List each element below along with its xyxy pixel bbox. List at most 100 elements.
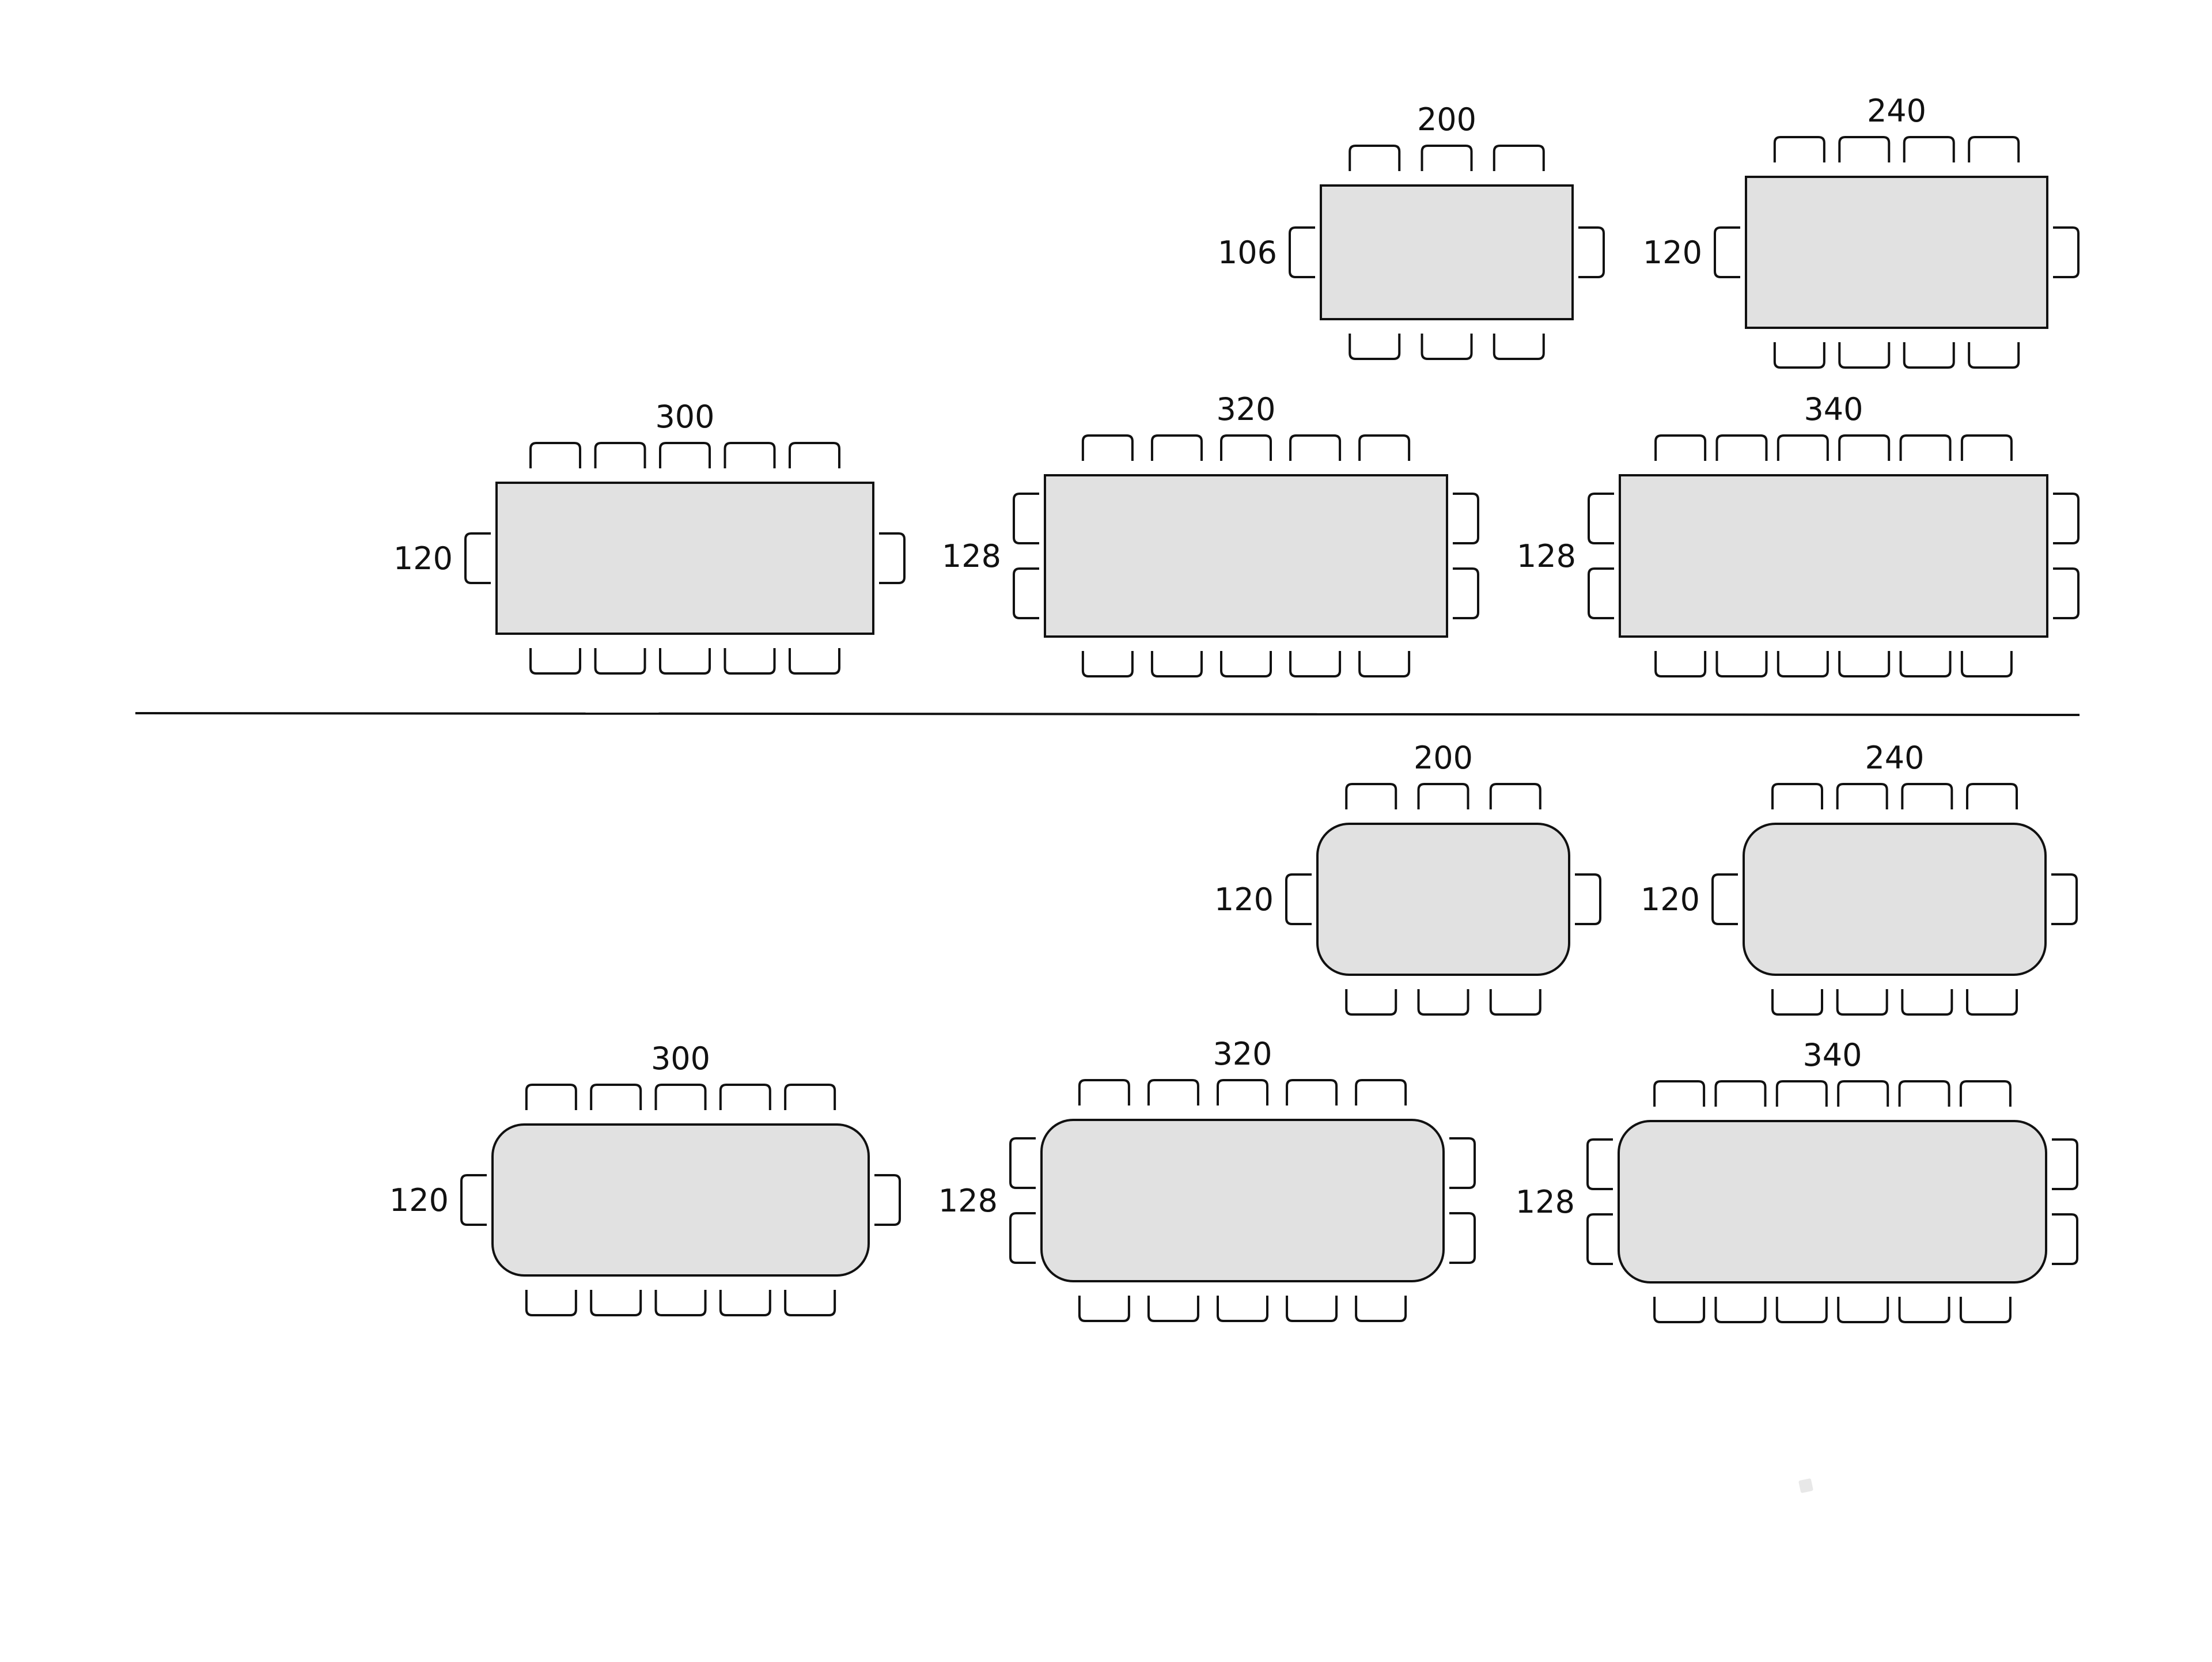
chair-icon	[1286, 1079, 1338, 1106]
table-width-label: 120	[1641, 881, 1700, 918]
chair-icon	[654, 1084, 707, 1110]
table-length-label: 240	[1865, 740, 1924, 776]
table-width-label: 128	[938, 1183, 998, 1219]
table-width-label: 128	[1516, 1184, 1575, 1220]
chair-icon	[659, 442, 711, 468]
chair-icon	[1449, 1212, 1476, 1264]
table-top	[1040, 1119, 1445, 1282]
chair-icon	[1147, 1079, 1199, 1106]
chair-icon	[1959, 1297, 2012, 1323]
chair-icon	[1711, 873, 1738, 925]
table-top	[491, 1123, 870, 1277]
chair-icon	[1453, 493, 1479, 544]
chair-icon	[1771, 989, 1824, 1016]
table-length-label: 200	[1417, 101, 1476, 138]
chair-icon	[1968, 342, 2020, 369]
chair-icon	[1901, 783, 1953, 809]
table-top	[1618, 1120, 2047, 1284]
chair-icon	[594, 442, 646, 468]
table-length-label: 200	[1414, 740, 1473, 776]
chair-icon	[784, 1084, 836, 1110]
chair-icon	[1493, 334, 1545, 360]
chair-icon	[1903, 136, 1955, 162]
chair-icon	[1714, 226, 1740, 278]
section-divider	[135, 712, 2080, 716]
chair-icon	[1836, 783, 1888, 809]
chair-icon	[2053, 567, 2080, 619]
chair-icon	[1220, 434, 1272, 461]
chair-icon	[2052, 1213, 2078, 1265]
chair-icon	[1289, 226, 1315, 278]
chair-icon	[1773, 342, 1825, 369]
corner-mark-icon	[1798, 1478, 1813, 1493]
chair-icon	[1960, 434, 2013, 461]
chair-icon	[719, 1290, 771, 1316]
chair-icon	[654, 1290, 707, 1316]
table-length-label: 320	[1213, 1036, 1272, 1072]
chair-icon	[529, 648, 582, 675]
table-rounded-320: 320 128	[938, 1036, 1476, 1322]
chair-icon	[1349, 145, 1401, 171]
chair-icon	[788, 648, 840, 675]
table-rounded-340: 340 128	[1516, 1037, 2078, 1323]
chair-icon	[1355, 1079, 1407, 1106]
table-top	[1044, 474, 1448, 638]
chair-icon	[659, 648, 711, 675]
chair-icon	[1898, 1297, 1950, 1323]
chair-icon	[1009, 1137, 1036, 1189]
chair-icon	[1653, 1080, 1706, 1107]
chair-icon	[590, 1084, 642, 1110]
chair-icon	[1586, 1138, 1613, 1190]
table-width-label: 120	[389, 1182, 449, 1218]
chair-icon	[2052, 1138, 2078, 1190]
chair-icon	[874, 1174, 901, 1226]
table-length-label: 340	[1804, 391, 1863, 427]
chair-icon	[1013, 493, 1039, 544]
chair-icon	[1588, 567, 1614, 619]
chair-icon	[1449, 1137, 1476, 1189]
chair-icon	[1959, 1080, 2012, 1107]
chair-icon	[1715, 434, 1768, 461]
chair-icon	[1349, 334, 1401, 360]
chair-icon	[594, 648, 646, 675]
chair-icon	[1588, 493, 1614, 544]
table-top	[1743, 823, 2047, 976]
chair-icon	[1081, 434, 1134, 461]
chair-icon	[1078, 1079, 1130, 1106]
table-top	[1316, 823, 1570, 976]
chair-icon	[1714, 1080, 1767, 1107]
chair-icon	[1899, 434, 1952, 461]
chair-icon	[1775, 1080, 1828, 1107]
chair-icon	[724, 648, 776, 675]
chair-icon	[464, 532, 491, 584]
chair-icon	[1965, 783, 2018, 809]
table-length-label: 340	[1802, 1037, 1862, 1073]
chair-icon	[1775, 1297, 1828, 1323]
chair-icon	[1899, 651, 1952, 677]
chair-icon	[1355, 1296, 1407, 1322]
chair-icon	[590, 1290, 642, 1316]
chair-icon	[1489, 989, 1541, 1016]
chair-icon	[1653, 1297, 1706, 1323]
chair-icon	[1654, 651, 1707, 677]
chair-icon	[1836, 989, 1888, 1016]
chair-icon	[1578, 226, 1605, 278]
chair-icon	[788, 442, 840, 468]
table-width-label: 128	[942, 538, 1001, 574]
chair-icon	[1965, 989, 2018, 1016]
table-top	[495, 482, 874, 635]
chair-icon	[1285, 873, 1312, 925]
chair-icon	[1417, 783, 1469, 809]
chair-icon	[525, 1084, 577, 1110]
chair-icon	[1903, 342, 1955, 369]
table-length-label: 300	[655, 399, 714, 435]
chair-icon	[1417, 989, 1469, 1016]
chair-icon	[1286, 1296, 1338, 1322]
